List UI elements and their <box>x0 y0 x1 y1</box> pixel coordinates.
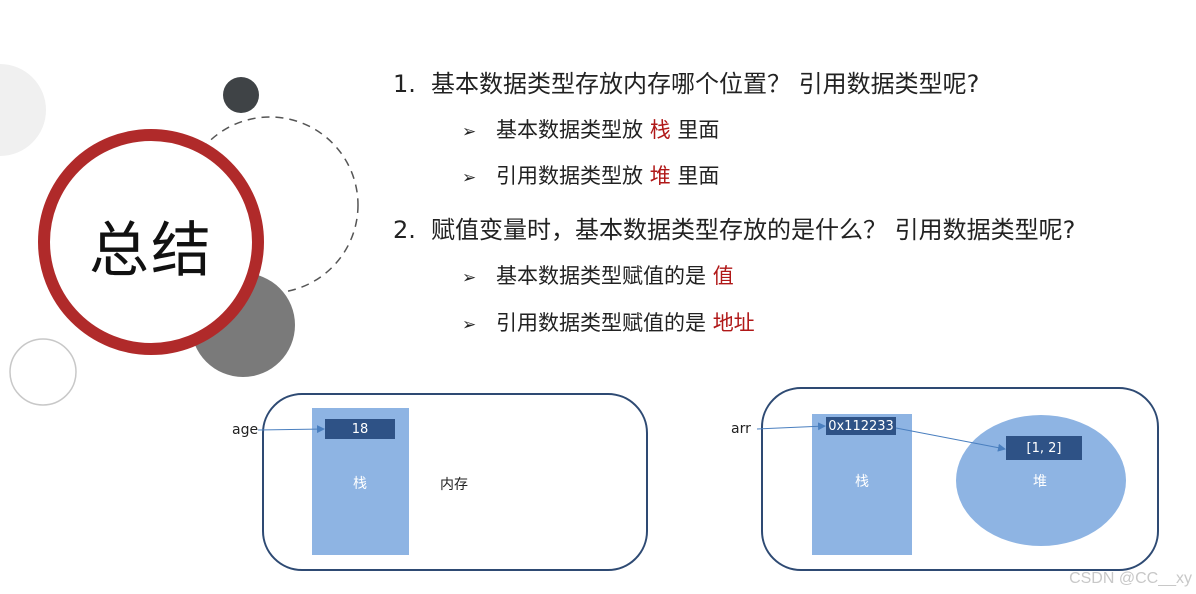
stack-label-right: 栈 <box>855 474 869 490</box>
question-2-bullet-1: ➢ 基本数据类型赋值的是 值 <box>462 260 734 290</box>
var-label-age: age <box>232 422 259 438</box>
bullet-highlight: 堆 <box>649 164 671 188</box>
question-1-bullet-1: ➢ 基本数据类型放 栈 里面 <box>462 114 719 144</box>
dark-gray-dot <box>223 77 259 113</box>
question-1-text: 基本数据类型存放内存哪个位置？ 引用数据类型呢? <box>431 70 980 98</box>
arrow-bullet-icon: ➢ <box>462 168 477 188</box>
arrow-arr-to-cell <box>756 422 826 431</box>
bullet-highlight: 栈 <box>649 118 671 142</box>
watermark: CSDN @CC__xy <box>1069 570 1192 587</box>
var-label-arr: arr <box>731 421 751 437</box>
bullet-text: 引用数据类型放 <box>496 164 650 188</box>
memory-frame-right <box>761 387 1159 571</box>
question-1: 1. 基本数据类型存放内存哪个位置？ 引用数据类型呢? <box>393 64 979 99</box>
stack-column-right <box>812 414 912 555</box>
question-1-number: 1. <box>393 70 416 98</box>
question-2: 2. 赋值变量时，基本数据类型存放的是什么？ 引用数据类型呢? <box>393 210 1075 245</box>
question-2-text: 赋值变量时，基本数据类型存放的是什么？ 引用数据类型呢? <box>431 216 1076 244</box>
slide-title: 总结 <box>89 215 213 286</box>
bullet-suffix: 里面 <box>670 164 720 188</box>
outline-small-circle <box>9 338 77 406</box>
light-gray-circle <box>0 64 46 156</box>
arrow-address-to-heap <box>895 427 1006 452</box>
bullet-highlight: 值 <box>712 264 734 288</box>
arrow-bullet-icon: ➢ <box>462 268 477 288</box>
question-2-number: 2. <box>393 216 416 244</box>
red-ring <box>38 129 264 355</box>
bullet-text: 基本数据类型赋值的是 <box>496 264 713 288</box>
memory-label: 内存 <box>440 477 468 493</box>
stack-cell-age: 18 <box>325 419 395 439</box>
stack-label-left: 栈 <box>353 476 367 492</box>
bullet-suffix: 里面 <box>670 118 720 142</box>
question-2-bullet-2: ➢ 引用数据类型赋值的是 地址 <box>462 307 755 337</box>
arrow-age-to-cell <box>257 425 325 434</box>
bullet-text: 引用数据类型赋值的是 <box>496 311 713 335</box>
memory-frame-left <box>262 393 648 571</box>
arrow-bullet-icon: ➢ <box>462 315 477 335</box>
heap-label: 堆 <box>1033 474 1047 490</box>
dashed-ring <box>181 116 359 294</box>
decorative-circles <box>0 64 359 406</box>
arrow-bullet-icon: ➢ <box>462 122 477 142</box>
stack-cell-arr: 0x112233 <box>826 417 896 435</box>
question-1-bullet-2: ➢ 引用数据类型放 堆 里面 <box>462 160 719 190</box>
bullet-text: 基本数据类型放 <box>496 118 650 142</box>
bullet-highlight: 地址 <box>712 311 755 335</box>
heap-cell-array: [1, 2] <box>1006 436 1082 460</box>
